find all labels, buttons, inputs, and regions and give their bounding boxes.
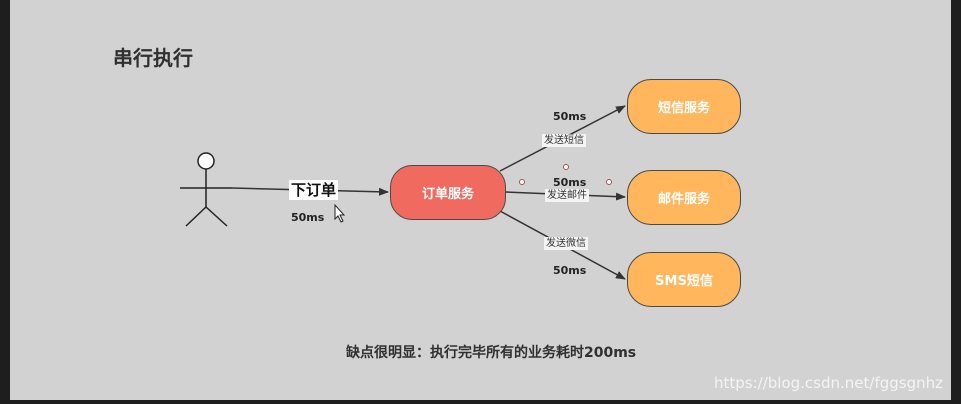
mouse-cursor-icon [334, 203, 346, 223]
sms-message-node[interactable]: SMS短信 [627, 252, 741, 307]
send-sms-time: 50ms [553, 110, 587, 123]
diagram-title: 串行执行 [113, 46, 193, 70]
send-mail-time: 50ms [553, 176, 587, 189]
send-mail-label: 发送邮件 [545, 189, 589, 202]
place-order-label: 下订单 [289, 180, 339, 200]
order-service-node[interactable]: 订单服务 [390, 165, 506, 220]
selection-handles [519, 164, 612, 185]
send-sms-label: 发送短信 [542, 134, 586, 147]
sms-service-node[interactable]: 短信服务 [627, 79, 741, 134]
actor-figure [180, 152, 232, 227]
place-order-time: 50ms [291, 211, 325, 224]
diagram-canvas: 串行执行 下订单 50ms 订单服务 短信服务 邮件服务 SMS短信 50ms … [10, 0, 951, 400]
mail-service-node[interactable]: 邮件服务 [627, 170, 741, 225]
watermark: https://blog.csdn.net/fggsgnhz [714, 374, 943, 392]
send-wechat-label: 发送微信 [544, 237, 588, 250]
diagram-footnote: 缺点很明显：执行完毕所有的业务耗时200ms [346, 345, 637, 361]
send-wechat-time: 50ms [553, 264, 587, 277]
